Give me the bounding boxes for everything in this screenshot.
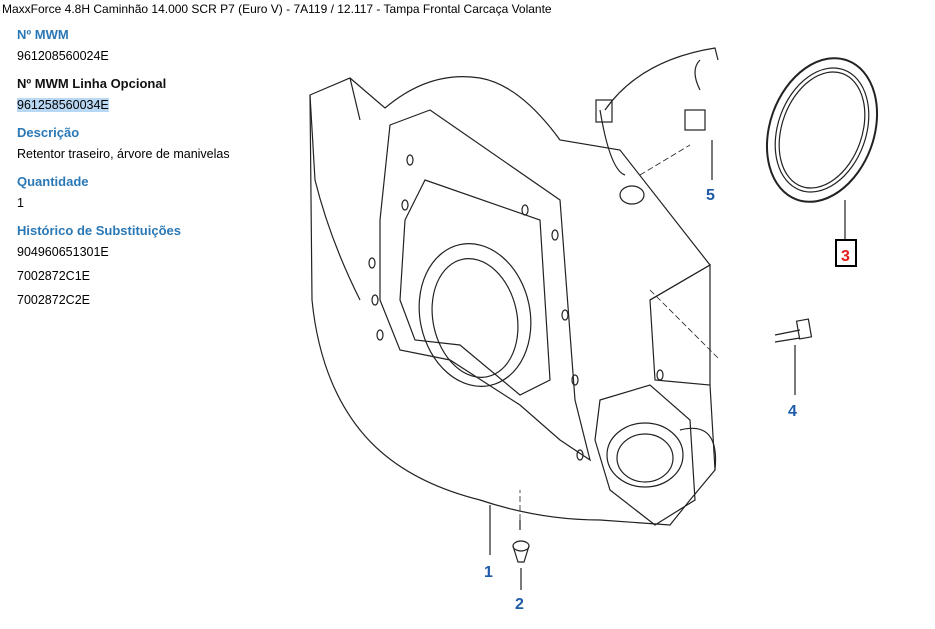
history-item[interactable]: 904960651301E bbox=[17, 245, 109, 259]
callout-5[interactable]: 5 bbox=[706, 187, 715, 204]
history-item[interactable]: 7002872C2E bbox=[17, 293, 90, 307]
optional-number-label: Nº MWM Linha Opcional bbox=[17, 76, 167, 91]
seal-ring-part bbox=[765, 57, 879, 203]
history-label: Histórico de Substituições bbox=[17, 223, 181, 238]
optional-number-value[interactable]: 961258560034E bbox=[17, 98, 109, 112]
history-item[interactable]: 7002872C1E bbox=[17, 269, 90, 283]
exploded-parts-diagram: 1 2 3 4 5 bbox=[309, 47, 879, 613]
page-title: MaxxForce 4.8H Caminhão 14.000 SCR P7 (E… bbox=[2, 2, 552, 16]
description-label: Descrição bbox=[17, 125, 80, 140]
callout-1[interactable]: 1 bbox=[484, 564, 493, 581]
callout-2[interactable]: 2 bbox=[515, 596, 524, 613]
quantity-label: Quantidade bbox=[17, 174, 89, 189]
flywheel-housing bbox=[309, 76, 716, 526]
callout-4[interactable]: 4 bbox=[788, 403, 797, 420]
part-details-panel: Nº MWM 961208560024E Nº MWM Linha Opcion… bbox=[17, 27, 277, 315]
quantity-value: 1 bbox=[17, 196, 24, 210]
mwm-number-value[interactable]: 961208560024E bbox=[17, 49, 109, 63]
description-value: Retentor traseiro, árvore de manivelas bbox=[17, 147, 230, 161]
mwm-number-label: Nº MWM bbox=[17, 27, 69, 42]
callout-3[interactable]: 3 bbox=[841, 248, 850, 265]
